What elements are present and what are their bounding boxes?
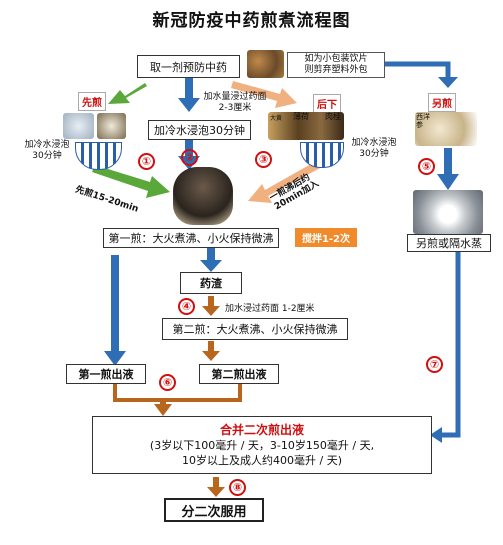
- package-note: 如为小包装饮片 则剪弃塑料外包: [287, 52, 385, 78]
- separate-steam-box: 另煎或隔水蒸: [407, 234, 491, 252]
- arrow-center-down: [178, 98, 200, 112]
- soak-left-text: 加冷水浸泡 30分钟: [24, 140, 70, 161]
- herb-label-rougui: 肉桂: [325, 112, 341, 121]
- step-5: ⑤: [418, 158, 435, 175]
- clay-pot: [173, 167, 233, 225]
- first-liquid-box: 第一煎出液: [66, 364, 146, 384]
- second-liquid-box: 第二煎出液: [199, 364, 279, 384]
- arrow-houxia-to-pot: [248, 160, 322, 203]
- step-8: ⑧: [229, 479, 246, 496]
- soak-center-box: 加冷水浸泡30分钟: [148, 120, 251, 140]
- label-lingjian: 另煎: [428, 93, 456, 112]
- step-4: ④: [178, 298, 195, 315]
- herb-label-bohe: 薄荷: [293, 112, 309, 121]
- add-water-note-1: 加水量浸过药面 2-3厘米: [203, 92, 267, 113]
- add-water-note-2: 加水浸过药面 1-2厘米: [225, 304, 315, 314]
- step-3: ③: [255, 151, 272, 168]
- soak-right-text: 加冷水浸泡 30分钟: [351, 138, 397, 159]
- final-box: 分二次服用: [164, 498, 264, 522]
- page-title: 新冠防疫中药煎煮流程图: [152, 11, 351, 31]
- arrow-to-xianjian: [108, 83, 147, 104]
- arrow-to-lingjian: [383, 61, 451, 78]
- herb-package-photo: [247, 50, 284, 78]
- combine-line-2: 10岁以上及成人约400毫升 / 天): [182, 453, 342, 467]
- step-2: ②: [181, 149, 198, 166]
- stir-badge: 搅拌1-2次: [295, 228, 357, 247]
- residue-box: 药渣: [180, 272, 242, 294]
- steamer-photo: [413, 190, 483, 234]
- arrow-to-houxia: [231, 81, 297, 108]
- houxia-herbs-photo: [268, 112, 344, 140]
- combine-line-1: (3岁以下100毫升 / 天，3-10岁150毫升 / 天,: [149, 438, 375, 452]
- herb-label-xiyangshen: 西洋参: [416, 113, 430, 129]
- step-7: ⑦: [426, 356, 443, 373]
- top-box: 取一剂预防中药: [137, 55, 240, 78]
- label-xianjian: 先煎: [78, 92, 106, 111]
- step-1: ①: [138, 153, 155, 170]
- combine-title: 合并二次煎出液: [219, 422, 304, 437]
- mineral-herb-photo-1: [63, 113, 94, 139]
- second-decoction-box: 第二煎：大火煮沸、小火保持微沸: [162, 318, 348, 340]
- step-6: ⑥: [159, 374, 176, 391]
- combine-box: 合并二次煎出液 (3岁以下100毫升 / 天，3-10岁150毫升 / 天, 1…: [92, 416, 432, 474]
- package-note-text: 如为小包装饮片 则剪弃塑料外包: [304, 54, 368, 75]
- xiyangshen-photo: [415, 112, 477, 146]
- mineral-herb-photo-2: [97, 113, 126, 139]
- arrow-xianjian-to-pot: [92, 165, 170, 198]
- first-decoction-box: 第一煎：大火煮沸、小火保持微沸: [103, 228, 279, 248]
- herb-label-dahuang: 大黄: [270, 115, 283, 122]
